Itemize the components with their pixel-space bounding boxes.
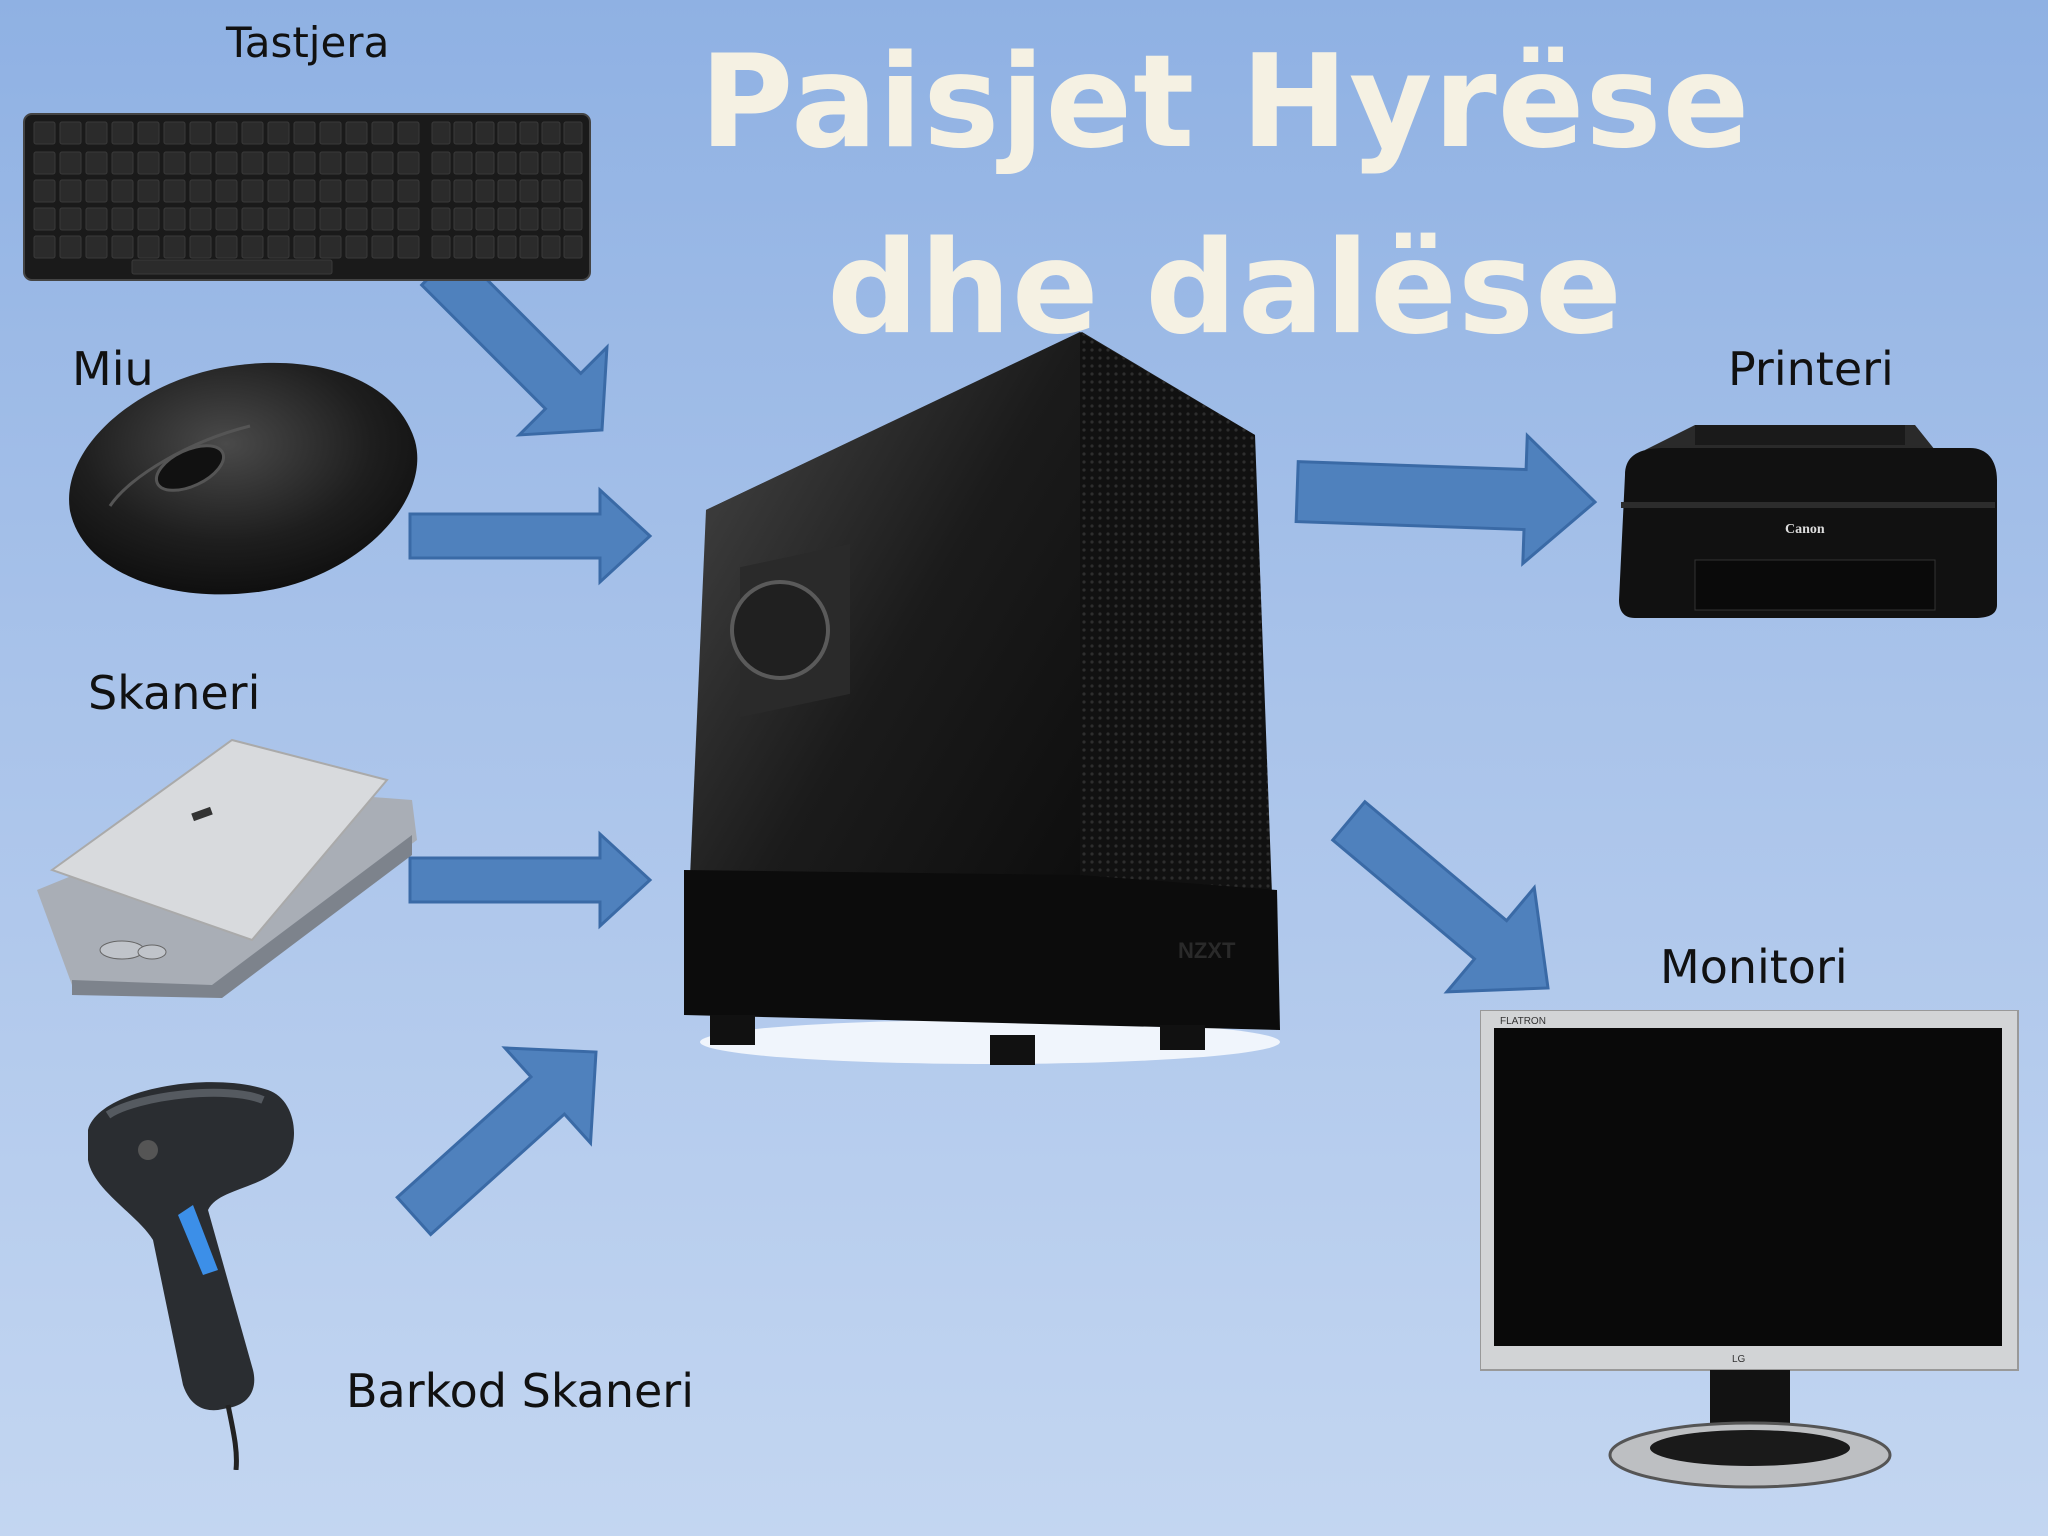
pc-case-image: NZXT [680,330,1300,1090]
barcode-scanner-label: Barkod Skaneri [346,1364,694,1418]
monitor-label: Monitori [1660,940,1848,994]
case-brand-text: NZXT [1178,938,1236,963]
arrow-mouse-to-case [408,486,653,586]
keyboard-label: Tastjera [226,18,390,67]
mouse-label: Miu [72,342,154,396]
arrow-keyboard-to-case [419,247,609,437]
keyboard-image [22,112,592,282]
printer-brand-text: Canon [1785,522,1825,537]
arrow-case-to-printer [1294,432,1598,567]
barcode-scanner-image [78,1070,308,1470]
scanner-image [32,730,417,1000]
monitor-brand-bottom: LG [1732,1354,1746,1365]
printer-label: Printeri [1728,342,1894,396]
arrow-scanner-to-case [408,830,653,930]
mouse-image [50,356,420,601]
page-title: Paisjet Hyrëse dhe dalëse [699,28,1751,363]
printer-image: Canon [1615,420,2000,620]
arrow-case-to-monitor [1330,799,1550,994]
monitor-brand-top: FLATRON [1500,1016,1546,1027]
arrow-barcode-to-case [395,1046,598,1237]
monitor-image: FLATRON LG [1480,1010,2020,1495]
scanner-label: Skaneri [88,666,261,720]
